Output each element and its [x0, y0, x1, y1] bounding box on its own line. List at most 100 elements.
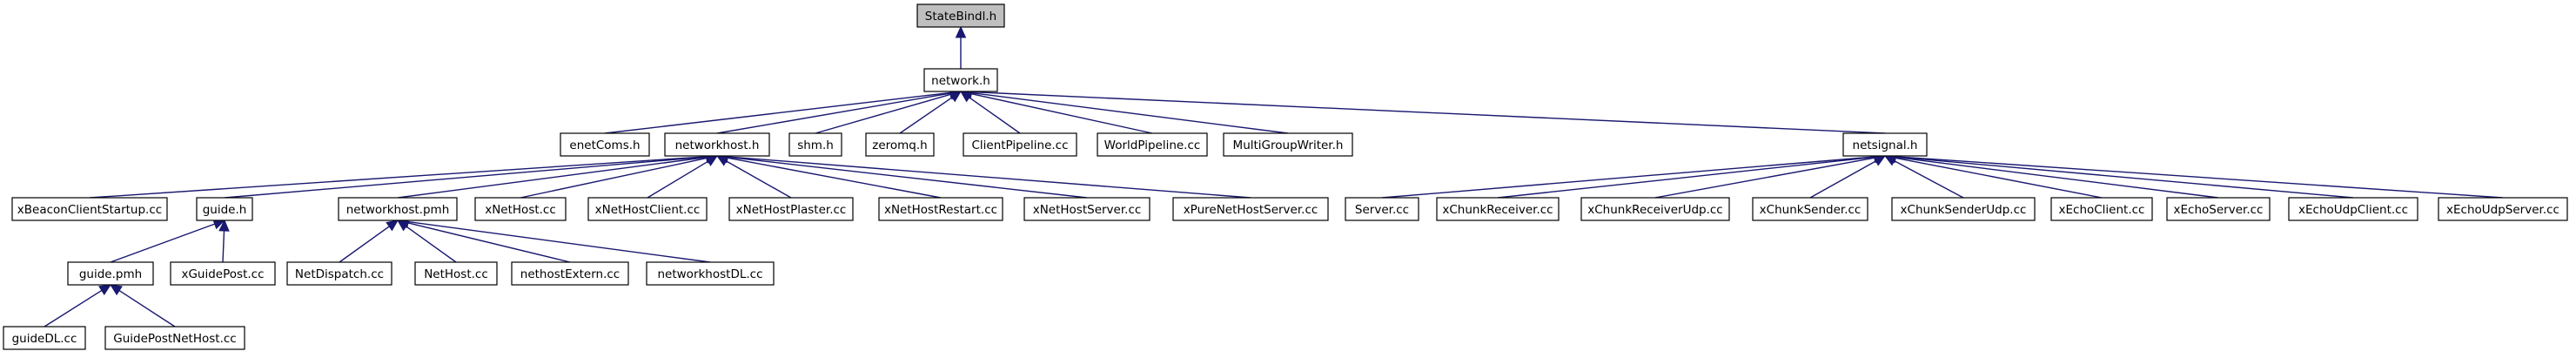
node-label: nethostExtern.cc [520, 267, 620, 281]
node-label: guideDL.cc [12, 332, 77, 346]
node-guide-h[interactable]: guide.h [196, 197, 253, 221]
node-xchunksenderudp-cc[interactable]: xChunkSenderUdp.cc [1891, 197, 2036, 221]
node-xechoudpserver-cc[interactable]: xEchoUdpServer.cc [2438, 197, 2568, 221]
node-box [878, 197, 1003, 221]
node-networkhostdl-cc[interactable]: networkhostDL.cc [646, 261, 775, 286]
node-label: shm.h [797, 138, 834, 152]
node-guidedl-cc[interactable]: guideDL.cc [3, 326, 86, 350]
node-xpurenethostserver-cc[interactable]: xPureNetHostServer.cc [1172, 197, 1329, 221]
node-label: zeromq.h [872, 138, 927, 152]
node-label: xBeaconClientStartup.cc [17, 203, 162, 217]
node-nethost-cc[interactable]: NetHost.cc [414, 261, 498, 286]
node-box [1436, 197, 1560, 221]
node-guidepostnethost-cc[interactable]: GuidePostNetHost.cc [104, 326, 245, 350]
node-xchunksender-cc[interactable]: xChunkSender.cc [1752, 197, 1868, 221]
node-xechoserver-cc[interactable]: xEchoServer.cc [2166, 197, 2271, 221]
edge-server_cc-to-netsignal_h [1381, 151, 1887, 199]
node-box [664, 132, 770, 157]
edge-guide_pmh-to-guide_h [110, 219, 226, 263]
node-label: networkhost.h [675, 138, 760, 152]
node-xnethostserver-cc[interactable]: xNetHostServer.cc [1023, 197, 1150, 221]
node-shm-h[interactable]: shm.h [788, 132, 842, 157]
node-nethostextern-cc[interactable]: nethostExtern.cc [511, 261, 629, 286]
node-netdispatch-cc[interactable]: NetDispatch.cc [286, 261, 392, 286]
node-networkhost-h[interactable]: networkhost.h [664, 132, 770, 157]
node-box [916, 3, 1005, 28]
node-netsignal-h[interactable]: netsignal.h [1842, 132, 1928, 157]
node-networkhost-pmh[interactable]: networkhost.pmh [338, 197, 458, 221]
edge-shm_h-to-network_h [815, 89, 963, 134]
node-label: enetComs.h [569, 138, 640, 152]
node-box [2050, 197, 2153, 221]
node-box [1842, 132, 1928, 157]
node-xnethostclient-cc[interactable]: xNetHostClient.cc [587, 197, 708, 221]
node-label: xEchoUdpClient.cc [2298, 203, 2408, 217]
node-label: xNetHost.cc [485, 203, 556, 217]
node-label: xEchoUdpServer.cc [2446, 203, 2559, 217]
node-guide-pmh[interactable]: guide.pmh [67, 261, 154, 286]
node-xechoclient-cc[interactable]: xEchoClient.cc [2050, 197, 2153, 221]
node-box [196, 197, 253, 221]
edge-xnethostclient_cc-to-networkhost_h [647, 155, 719, 199]
node-xbeaconclientstartup-cc[interactable]: xBeaconClientStartup.cc [11, 197, 168, 221]
node-statebindl-h[interactable]: StateBindl.h [916, 3, 1005, 28]
node-box [587, 197, 708, 221]
node-label: networkhostDL.cc [657, 267, 762, 281]
edge-network_h-to-statebindl_h [955, 25, 967, 69]
node-xchunkreceiverudp-cc[interactable]: xChunkReceiverUdp.cc [1580, 197, 1730, 221]
node-label: xNetHostServer.cc [1033, 203, 1142, 217]
node-box [1891, 197, 2036, 221]
node-xnethost-cc[interactable]: xNetHost.cc [474, 197, 567, 221]
edge-zeromq_h-to-network_h [899, 91, 962, 134]
node-box [511, 261, 629, 286]
node-box [963, 132, 1077, 157]
node-xnethostplaster-cc[interactable]: xNetHostPlaster.cc [728, 197, 854, 221]
node-server-cc[interactable]: Server.cc [1345, 197, 1419, 221]
node-label: guide.h [203, 203, 247, 217]
node-box [1580, 197, 1730, 221]
node-box [474, 197, 567, 221]
node-box [865, 132, 935, 157]
node-label: xChunkReceiverUdp.cc [1587, 203, 1722, 217]
node-label: networkhost.pmh [346, 203, 450, 217]
node-enetcoms-h[interactable]: enetComs.h [560, 132, 650, 157]
node-network-h[interactable]: network.h [923, 68, 998, 92]
node-box [2288, 197, 2418, 221]
node-label: xChunkSender.cc [1760, 203, 1862, 217]
node-box [2166, 197, 2271, 221]
node-label: xChunkSenderUdp.cc [1901, 203, 2027, 217]
node-label: xNetHostPlaster.cc [736, 203, 847, 217]
edge-xnethostplaster_cc-to-networkhost_h [715, 155, 792, 199]
node-worldpipeline-cc[interactable]: WorldPipeline.cc [1097, 132, 1208, 157]
node-label: xEchoServer.cc [2174, 203, 2264, 217]
node-box [286, 261, 392, 286]
node-clientpipeline-cc[interactable]: ClientPipeline.cc [963, 132, 1077, 157]
node-label: network.h [931, 74, 990, 88]
node-xechoudpclient-cc[interactable]: xEchoUdpClient.cc [2288, 197, 2418, 221]
node-label: Server.cc [1355, 203, 1409, 217]
edge-netsignal_h-to-network_h [959, 86, 1886, 134]
node-label: xEchoClient.cc [2059, 203, 2145, 217]
node-label: MultiGroupWriter.h [1233, 138, 1344, 152]
node-box [414, 261, 498, 286]
node-label: StateBindl.h [925, 10, 996, 24]
node-box [1097, 132, 1208, 157]
node-label: GuidePostNetHost.cc [113, 332, 236, 346]
node-box [1345, 197, 1419, 221]
edge-guide_h-to-networkhost_h [224, 151, 719, 199]
node-xnethostrestart-cc[interactable]: xNetHostRestart.cc [878, 197, 1003, 221]
edge-enetcoms_h-to-network_h [604, 87, 963, 134]
node-zeromq-h[interactable]: zeromq.h [865, 132, 935, 157]
node-label: xNetHostRestart.cc [884, 203, 997, 217]
node-box [1023, 197, 1150, 221]
nodes-layer: StateBindl.h network.h enetComs.h networkho… [3, 3, 2568, 350]
edge-xechoudpserver_cc-to-netsignal_h [1883, 151, 2504, 199]
edge-netdispatch_cc-to-networkhost_pmh [339, 220, 399, 263]
node-label: NetHost.cc [424, 267, 488, 281]
node-xguidepost-cc[interactable]: xGuidePost.cc [170, 261, 276, 286]
node-label: xPureNetHostServer.cc [1184, 203, 1318, 217]
node-xchunkreceiver-cc[interactable]: xChunkReceiver.cc [1436, 197, 1560, 221]
node-multigroupwriter-h[interactable]: MultiGroupWriter.h [1223, 132, 1353, 157]
node-label: netsignal.h [1853, 138, 1918, 152]
